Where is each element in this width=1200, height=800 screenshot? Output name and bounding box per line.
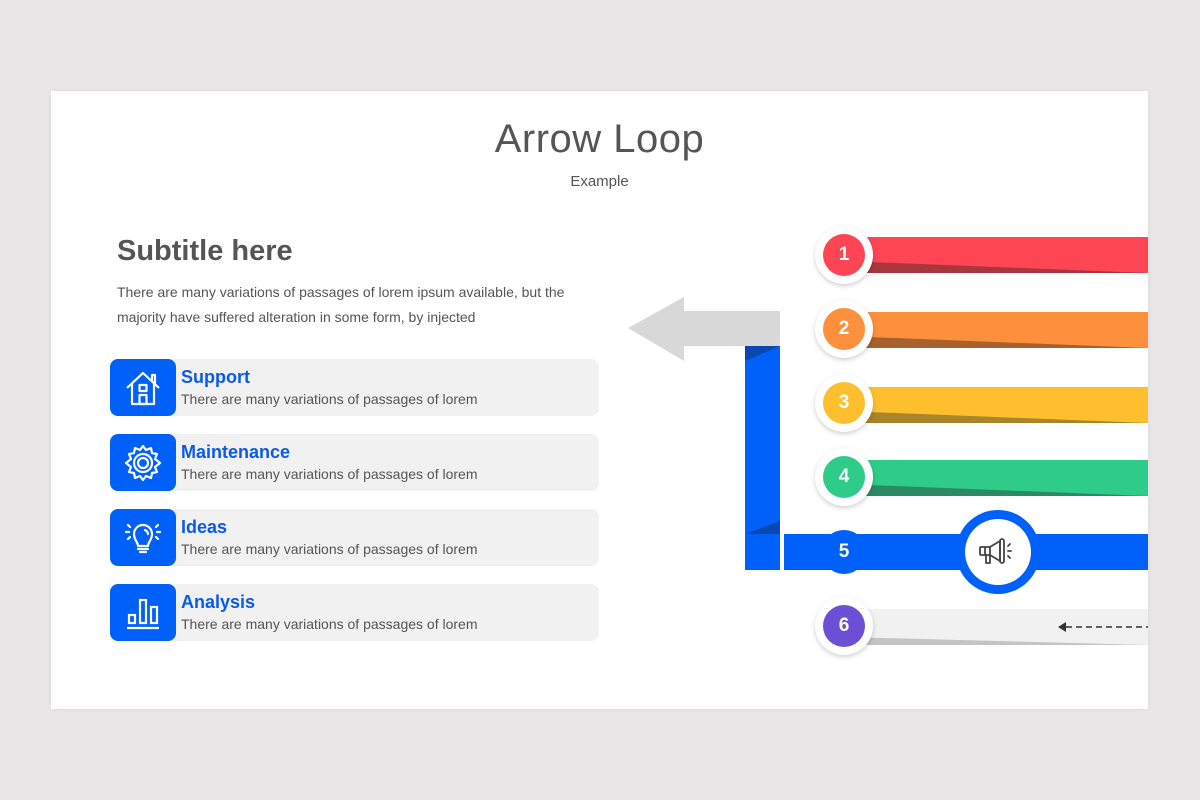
- item-title: Support: [181, 367, 250, 387]
- megaphone-badge: [956, 510, 1040, 594]
- step-6-circle: 6: [815, 597, 873, 655]
- bar-chart-icon: [110, 584, 176, 641]
- band-3: [844, 387, 1148, 423]
- step-number: 4: [823, 456, 865, 498]
- page-subtitle: Example: [570, 173, 629, 190]
- item-text: There are many variations of passages of…: [181, 466, 478, 482]
- step-number: 2: [823, 308, 865, 350]
- item-title: Ideas: [181, 517, 228, 537]
- blue-vertical-bar: [745, 346, 780, 570]
- item-text: There are many variations of passages of…: [181, 391, 478, 407]
- dashed-arrow-icon: [1058, 622, 1148, 632]
- step-4-circle: 4: [815, 448, 873, 506]
- slide: Arrow Loop Example Subtitle here There a…: [51, 91, 1148, 709]
- left-arrow-shape: [628, 297, 780, 361]
- house-icon: [110, 359, 176, 416]
- item-title: Maintenance: [181, 442, 291, 462]
- list-item-analysis: Analysis There are many variations of pa…: [110, 584, 599, 641]
- item-text: There are many variations of passages of…: [181, 541, 478, 557]
- step-number: 3: [823, 382, 865, 424]
- page-title: Arrow Loop: [494, 117, 705, 161]
- step-5-circle: 5: [822, 530, 866, 574]
- gear-icon: [110, 434, 176, 491]
- band-2: [844, 312, 1148, 348]
- step-number: 6: [823, 605, 865, 647]
- list-item-support: Support There are many variations of pas…: [110, 359, 599, 416]
- section-description: There are many variations of passages of…: [117, 284, 565, 325]
- section-heading: Subtitle here: [117, 235, 293, 267]
- step-3-circle: 3: [815, 374, 873, 432]
- item-text: There are many variations of passages of…: [181, 616, 478, 632]
- step-2-circle: 2: [815, 300, 873, 358]
- item-title: Analysis: [181, 592, 256, 612]
- step-1-circle: 1: [815, 226, 873, 284]
- list-item-ideas: Ideas There are many variations of passa…: [110, 509, 599, 566]
- band-4: [844, 460, 1148, 496]
- step-number: 1: [823, 234, 865, 276]
- lightbulb-icon: [110, 509, 176, 566]
- megaphone-icon: [965, 519, 1031, 585]
- list-item-maintenance: Maintenance There are many variations of…: [110, 434, 599, 491]
- band-1: [844, 237, 1148, 273]
